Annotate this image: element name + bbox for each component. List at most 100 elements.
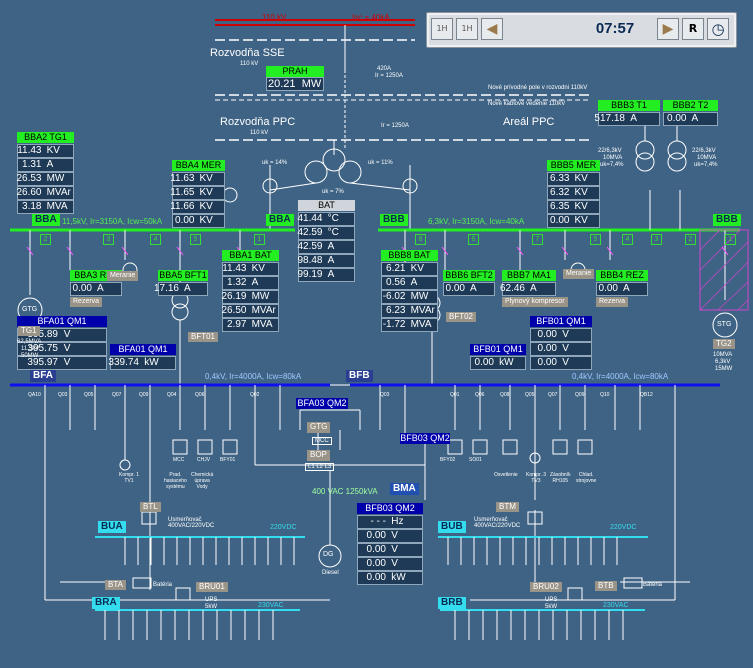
feeder-number[interactable]: 6: [468, 234, 479, 245]
feeder-number[interactable]: 5: [190, 234, 201, 245]
breaker-label: Q10: [600, 392, 610, 398]
gtg-symbol: GTG: [22, 306, 38, 313]
panel-value: -6.02: [382, 291, 406, 302]
feeder-number[interactable]: 7: [532, 234, 543, 245]
bfb01-qm1-panel-title: BFB01 QM1: [530, 316, 592, 327]
panel-value: 3.18: [22, 201, 42, 212]
kv110-b-label: 110 kV: [250, 130, 269, 136]
feeder-number[interactable]: 1: [254, 234, 265, 245]
prah-title: PRAH: [266, 66, 324, 77]
panel-unit: KV: [199, 215, 213, 226]
bat-panel-title: BAT: [298, 200, 355, 211]
feeder-number[interactable]: 2: [40, 234, 51, 245]
panel-value: 11.43: [17, 145, 42, 156]
breaker-label: Q08: [500, 392, 510, 398]
bba3-rez-panel-tag: Rezerva: [70, 297, 103, 307]
panel-value: 42.59: [297, 241, 323, 252]
t2-spec-3: uk=7,4%: [694, 162, 718, 168]
bba4-mer-panel-title: BBA4 MER: [172, 160, 225, 171]
panel-value: 0.00: [175, 215, 195, 226]
calendar-1h-icon[interactable]: 1H: [456, 18, 478, 40]
panel-value: 42.59: [297, 227, 323, 238]
feeder-number[interactable]: 3: [651, 234, 662, 245]
mcc-box: MCC: [312, 437, 332, 445]
breaker-label: Q03: [380, 392, 390, 398]
panel-value: 6.23: [386, 305, 406, 316]
panel-value: 0.00: [537, 357, 557, 368]
clock-icon[interactable]: ◷: [707, 18, 729, 40]
panel-unit: KV: [574, 201, 588, 212]
feeder-number[interactable]: 3: [103, 234, 114, 245]
bfb01-qm1b-panel-title: BFB01 QM1: [470, 344, 526, 355]
btm-tag: BTM: [496, 502, 519, 512]
bru02-tag: BRU02: [530, 582, 562, 592]
line-110kv-label: 110 kV: [262, 13, 287, 22]
panel-unit: KV: [410, 263, 424, 274]
panel-value: 0.56: [386, 277, 406, 288]
panel-unit: V: [63, 343, 71, 354]
r-button-icon[interactable]: R: [682, 18, 704, 40]
load-label: MCC: [173, 457, 185, 463]
panel-unit: V: [63, 357, 71, 368]
panel-unit: A: [691, 113, 699, 124]
feeder-number[interactable]: 5: [590, 234, 601, 245]
feeder-number[interactable]: 4: [622, 234, 633, 245]
tg2-spec-2: 6,3kV: [715, 359, 731, 365]
feeder-number[interactable]: 4: [150, 234, 161, 245]
bba2-tg1-panel-title: BBA2 TG1: [17, 132, 74, 143]
panel-value: 517.18: [594, 113, 625, 124]
tg1-tag: TG1: [18, 326, 40, 336]
feeder-number[interactable]: 1: [725, 234, 736, 245]
panel-unit: KV: [46, 145, 60, 156]
btm-text: Usmerňovač 400VAC/220VDC: [474, 517, 521, 529]
panel-value: 395.97: [27, 357, 58, 368]
panel-unit: A: [410, 277, 418, 288]
panel-value: 11.43: [222, 263, 247, 274]
panel-value: 0.00: [366, 544, 386, 555]
panel-unit: V: [391, 558, 398, 569]
panel-unit: MVAr: [410, 305, 435, 316]
bfa03qm2-title: BFA03 QM2: [296, 398, 348, 409]
breaker-label: QB12: [640, 392, 653, 398]
load-description: Zásobník RH105: [550, 472, 571, 484]
panel-value: 11.63: [170, 173, 195, 184]
bbb-bus-name: BBB: [380, 214, 408, 226]
feeder-number[interactable]: 2: [685, 234, 696, 245]
panel-value: 99.19: [297, 269, 323, 280]
bua-dc-label: 220VDC: [270, 524, 297, 531]
bba-bus-info: 11,5kV, Ir=3150A, Icw=50kA: [62, 217, 163, 226]
panel-unit: MW: [251, 291, 270, 302]
tg2-tag: TG2: [713, 339, 735, 349]
panel-value: -1.72: [382, 319, 406, 330]
bbb-bus-info: 6,3kV, Ir=3150A, Icw=40kA: [428, 217, 525, 226]
current-420a-label: 420A: [377, 66, 392, 72]
feeder-number[interactable]: 8: [415, 234, 426, 245]
panel-value: 6.33: [550, 173, 570, 184]
panel-unit: MW: [410, 291, 429, 302]
rozvodna-sse-label: Rozvodňa SSE: [210, 47, 285, 59]
forward-arrow-icon[interactable]: ▶: [657, 18, 679, 40]
panel-unit: A: [46, 159, 54, 170]
panel-value: 11.66: [170, 201, 195, 212]
bba-bus-name-2: BBA: [266, 214, 294, 226]
bfb-bus-info: 0,4kV, Ir=4000A, Icw=80kA: [572, 372, 669, 381]
breaker-label: Q09: [575, 392, 585, 398]
clock-1h-icon[interactable]: 1H: [431, 18, 453, 40]
bua-bus-name: BUA: [98, 521, 126, 533]
back-arrow-icon[interactable]: ◀: [481, 18, 503, 40]
kv110-a-label: 110 kV: [240, 61, 259, 67]
